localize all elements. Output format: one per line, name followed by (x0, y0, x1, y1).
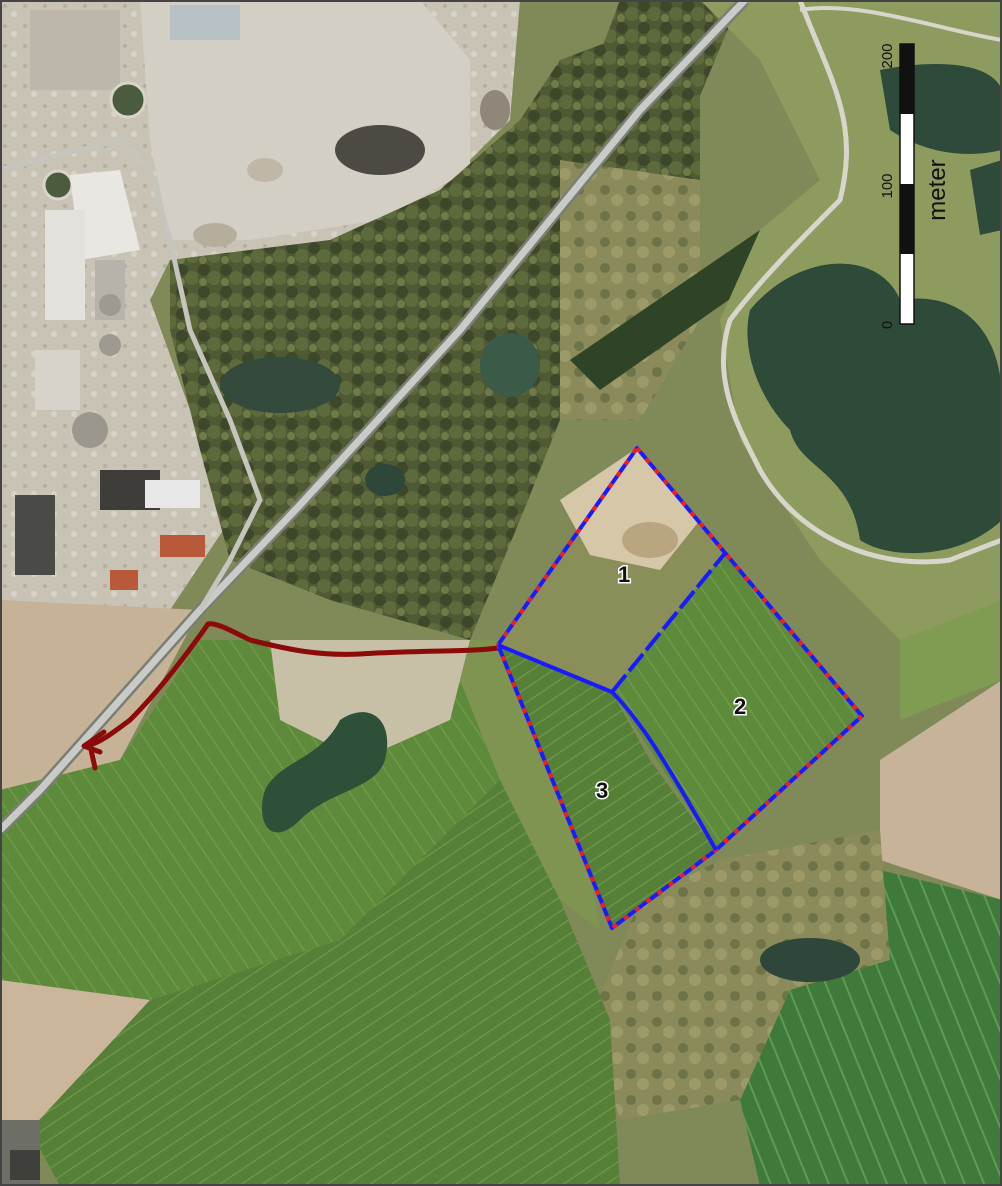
scale-bar: 200 100 0 meter (879, 43, 951, 329)
red-roof-building-2 (110, 570, 138, 590)
large-lake (747, 263, 1002, 554)
gravel-pile-2 (193, 223, 237, 247)
gravel-pile-3 (480, 90, 510, 130)
scale-tick-0: 0 (879, 321, 896, 329)
marsh-pond (760, 938, 860, 982)
red-roof-building (160, 535, 205, 557)
plot-2-label: 2 (734, 694, 746, 719)
rubble-pile (335, 125, 425, 175)
divider-plot1-plot3 (497, 643, 613, 694)
lake-path-north (799, 5, 1002, 42)
access-route-arrowhead (81, 729, 107, 755)
divider-plot2-plot3 (610, 690, 718, 851)
quarry-yard (140, 0, 470, 240)
bare-field-east (880, 680, 1002, 900)
sandy-patch (270, 640, 470, 760)
depot-lot (30, 10, 120, 90)
wet-scrub (590, 830, 890, 1120)
sand-heap (70, 170, 140, 260)
bare-field-southwest (0, 980, 150, 1120)
silo-3 (72, 412, 108, 448)
access-route (87, 621, 501, 771)
main-road (0, 0, 748, 833)
plot-3-label: 3 (596, 778, 608, 803)
scale-bar-segment-3 (900, 184, 914, 254)
gravel-pile (247, 158, 283, 182)
round-tank-2 (42, 169, 74, 201)
field-pond (261, 712, 388, 833)
woodland-pond-2 (480, 333, 540, 397)
scale-tick-100: 100 (879, 173, 896, 198)
lake-edge-grass (900, 600, 1002, 720)
divider-plot1-plot2 (610, 550, 728, 694)
shed (35, 350, 80, 410)
site-boundary-red-dash (496, 446, 864, 930)
small-building (10, 1150, 40, 1180)
woodland-pond-3 (365, 464, 405, 496)
field-margin (460, 640, 600, 930)
side-road (0, 137, 263, 612)
plot-3: 3 (498, 645, 716, 928)
woodland-pond (220, 357, 340, 413)
plot-1-label: 1 (618, 562, 630, 587)
scale-bar-segment-1 (900, 44, 914, 114)
silo-2 (99, 334, 121, 356)
crop-field-southeast (740, 870, 1002, 1186)
bare-field-west (0, 600, 200, 790)
scale-tick-200: 200 (879, 43, 896, 68)
round-tank (109, 81, 147, 119)
scale-unit-label: meter (924, 159, 951, 220)
lake-path (720, 0, 1002, 565)
small-lake (970, 160, 1002, 235)
dark-hall (15, 495, 55, 575)
white-roof-building (145, 480, 200, 508)
site-boundary (496, 446, 864, 930)
warehouse-roof (45, 210, 85, 320)
crop-field-south (30, 780, 620, 1186)
silo (99, 294, 121, 316)
sand-storage (170, 5, 240, 40)
plot-1: 1 (498, 448, 726, 692)
